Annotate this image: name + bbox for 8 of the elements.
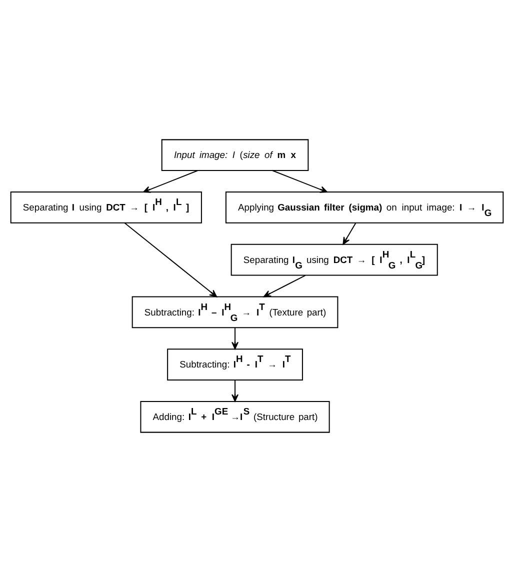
arrow [342,222,356,244]
arrow [124,222,218,297]
arrow [263,274,306,297]
arrow [232,327,239,349]
node-box: Input image: I (size of m x [161,138,309,171]
arrow [142,170,198,192]
arrow [232,380,239,402]
arrow [272,170,328,192]
